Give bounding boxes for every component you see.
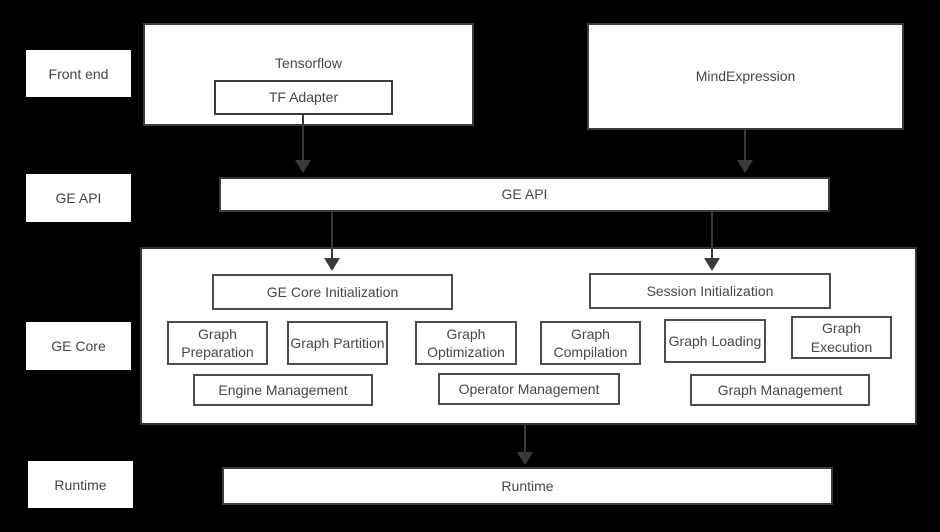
arrow-mindexpression-to-ge-api <box>737 130 753 173</box>
graph-preparation-box: Graph Preparation <box>167 321 268 365</box>
ge-api-bar: GE API <box>219 177 830 212</box>
graph-management-box: Graph Management <box>690 374 870 406</box>
arrow-ge-core-to-runtime <box>517 425 533 465</box>
layer-label-front-end: Front end <box>26 50 131 97</box>
operator-management-box: Operator Management <box>438 373 620 405</box>
layer-label-ge-core: GE Core <box>26 322 131 370</box>
graph-compilation-box: Graph Compilation <box>540 321 641 365</box>
arrow-line <box>744 130 746 160</box>
arrow-head-icon <box>737 160 753 173</box>
arrow-head-icon <box>295 160 311 173</box>
mindexpression-box: MindExpression <box>587 23 904 130</box>
engine-management-box: Engine Management <box>193 374 373 406</box>
graph-loading-box: Graph Loading <box>664 319 766 363</box>
tf-adapter-box: TF Adapter <box>214 80 393 115</box>
runtime-bar: Runtime <box>222 467 833 505</box>
graph-optimization-box: Graph Optimization <box>415 321 517 365</box>
session-initialization-box: Session Initialization <box>589 273 831 309</box>
arrow-line <box>524 425 526 452</box>
ge-core-initialization-box: GE Core Initialization <box>212 274 453 310</box>
graph-partition-box: Graph Partition <box>287 321 388 365</box>
arrow-head-icon <box>517 452 533 465</box>
tensorflow-label: Tensorflow <box>275 55 342 71</box>
layer-label-runtime: Runtime <box>28 461 133 508</box>
graph-execution-box: Graph Execution <box>791 316 892 359</box>
layer-label-ge-api: GE API <box>26 174 131 222</box>
